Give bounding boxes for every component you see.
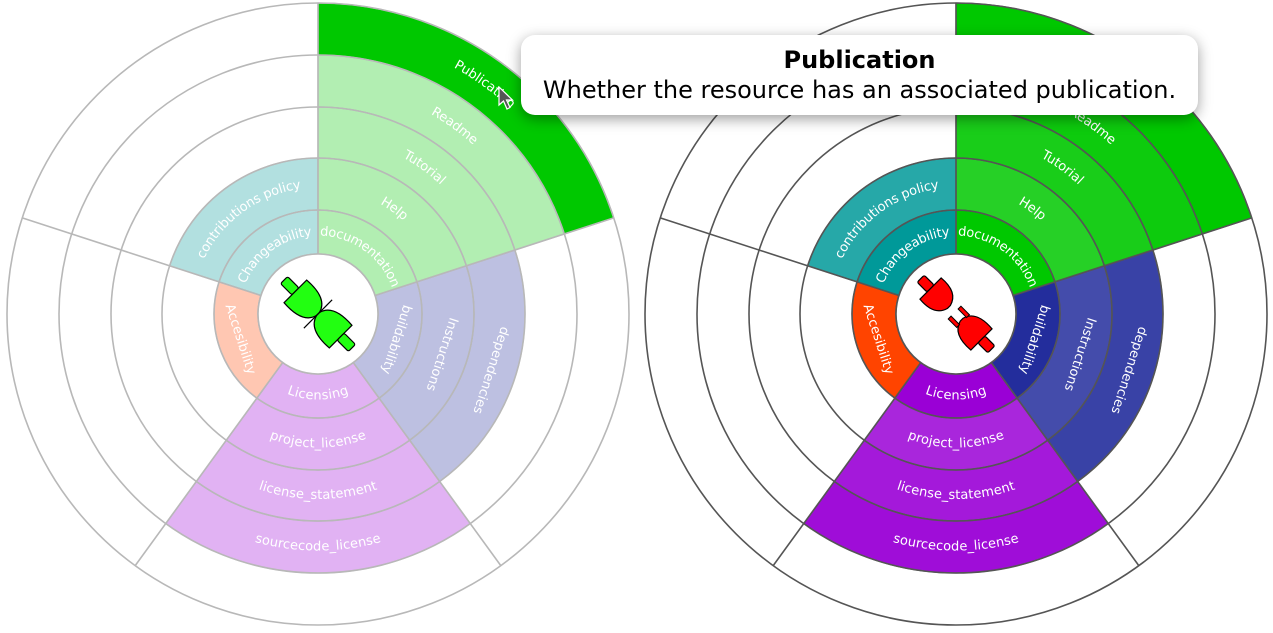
right-wheel: documentationHelpTutorialReadmePublicati… bbox=[644, 2, 1268, 626]
tooltip-description: Whether the resource has an associated p… bbox=[542, 76, 1177, 104]
segment-tooltip: Publication Whether the resource has an … bbox=[521, 35, 1198, 115]
category-licensing bbox=[802, 361, 1110, 574]
tooltip-title: Publication bbox=[783, 46, 936, 74]
label-licensing: Licensing bbox=[924, 383, 989, 403]
mouse-cursor-icon bbox=[498, 86, 514, 110]
connected-plug-icon bbox=[280, 276, 356, 352]
left-wheel: documentationHelpTutorialReadmePublicati… bbox=[6, 2, 630, 626]
disconnected-plug-icon bbox=[917, 275, 995, 353]
label-licensing: Licensing bbox=[286, 383, 351, 403]
